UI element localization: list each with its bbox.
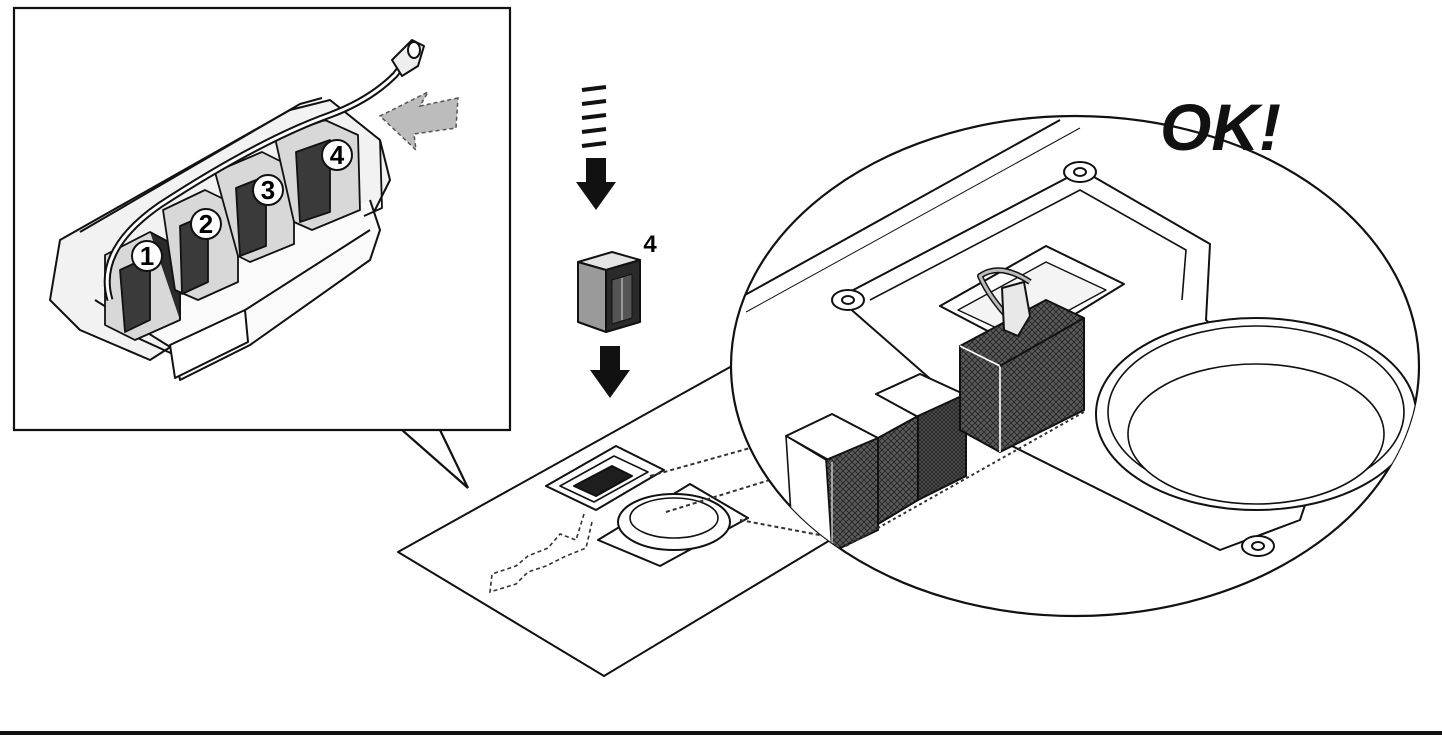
- down-arrow-icon-2: [590, 346, 630, 398]
- zoom-detail-view: [729, 114, 1421, 618]
- installed-cartridges: [785, 299, 1085, 553]
- filter-module: [577, 251, 641, 333]
- slot-badge-4: 4: [321, 139, 353, 171]
- zoom-hose-connector: [1001, 281, 1031, 337]
- svg-text:2: 2: [199, 209, 213, 239]
- slot-badge-1: 1: [131, 240, 163, 272]
- insert-direction-arrow-icon: [378, 90, 459, 152]
- svg-text:1: 1: [140, 241, 154, 271]
- floor-path-arrow-icon: [489, 513, 593, 594]
- module-number-label: 4: [643, 231, 657, 258]
- motion-lines: [581, 85, 607, 148]
- down-arrow-icon: [576, 158, 616, 210]
- ok-status-label: OK!: [1160, 90, 1281, 164]
- svg-text:3: 3: [261, 175, 275, 205]
- svg-text:4: 4: [330, 140, 345, 170]
- slot-badge-3: 3: [252, 174, 284, 206]
- slot-badge-2: 2: [190, 208, 222, 240]
- mounting-lug: [831, 161, 1275, 557]
